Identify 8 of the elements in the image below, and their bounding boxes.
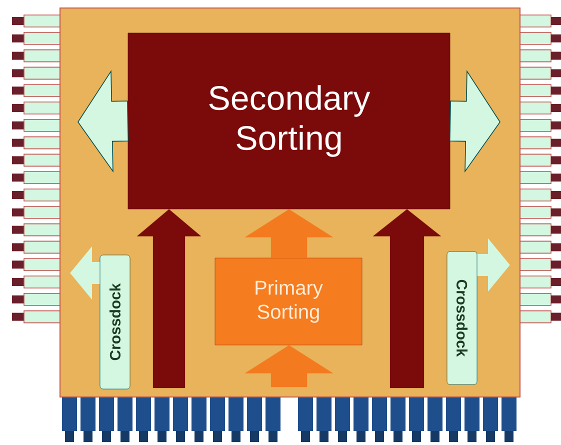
block-arrow bbox=[372, 209, 442, 388]
block-arrow bbox=[244, 345, 334, 388]
block-arrow bbox=[78, 70, 129, 173]
block-arrow bbox=[244, 209, 334, 258]
secondary-sorting-box: Secondary Sorting bbox=[128, 32, 450, 210]
block-arrow bbox=[449, 70, 500, 173]
block-arrow bbox=[136, 209, 202, 388]
primary-sorting-box: Primary Sorting bbox=[214, 258, 362, 346]
